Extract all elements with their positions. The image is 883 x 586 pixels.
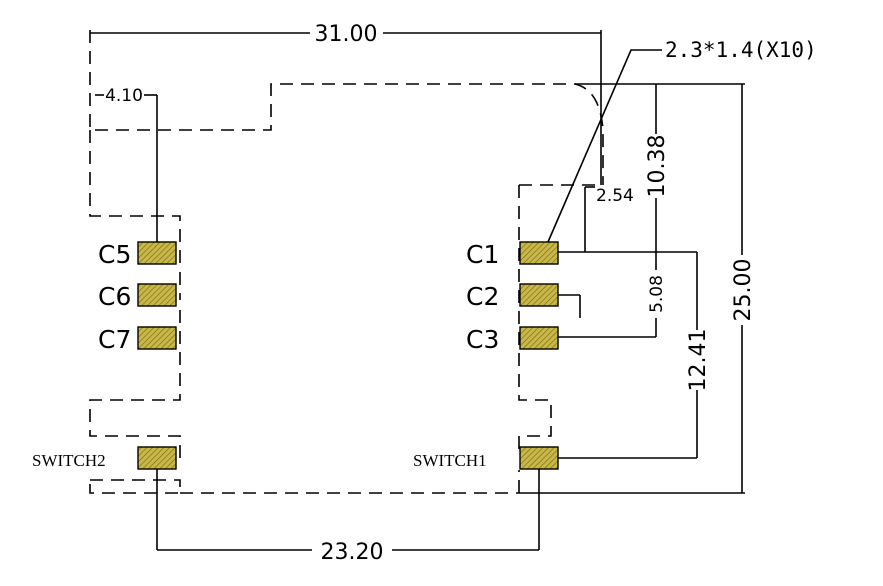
package-outline [89, 30, 604, 494]
dim-left-offset: 4.10 [105, 86, 143, 106]
label-c6: C6 [98, 282, 131, 311]
label-switch2: SWITCH2 [32, 451, 106, 470]
dim-pad-size: 2.3*1.4(X10) [665, 38, 817, 62]
dim-pitch-c1-c3: 5.08 [647, 275, 667, 313]
dimension-lines [90, 30, 745, 551]
label-switch1: SWITCH1 [413, 451, 487, 470]
dim-right-top: 10.38 [645, 135, 670, 198]
pad-c7 [137, 326, 177, 350]
label-c7: C7 [98, 325, 131, 354]
dim-height: 25.00 [731, 259, 756, 322]
label-c3: C3 [466, 325, 499, 354]
dim-bottom-width: 23.20 [321, 540, 384, 565]
label-c2: C2 [466, 282, 499, 311]
dim-c1-to-switch: 12.41 [686, 329, 711, 392]
pads [137, 241, 559, 470]
pad-switch2 [137, 446, 177, 470]
label-c5: C5 [98, 240, 131, 269]
dim-top-width: 31.00 [315, 22, 378, 47]
pad-c6 [137, 283, 177, 307]
pad-switch1 [519, 446, 559, 470]
pad-c5 [137, 241, 177, 265]
pad-c3 [519, 326, 559, 350]
pad-c2 [519, 283, 559, 307]
label-c1: C1 [466, 240, 499, 269]
pad-c1 [519, 241, 559, 265]
dim-pitch-small: 2.54 [596, 186, 634, 206]
